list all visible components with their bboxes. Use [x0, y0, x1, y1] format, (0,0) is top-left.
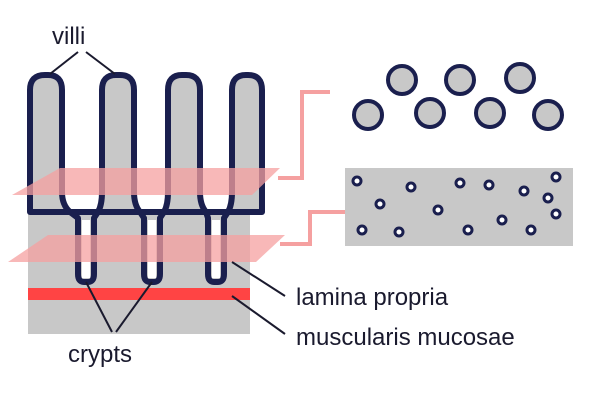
- crypt-section: [518, 185, 530, 197]
- crypt-section: [393, 226, 405, 238]
- villus-section: [352, 99, 384, 131]
- crypt-section: [550, 208, 562, 220]
- crypt-section: [462, 224, 474, 236]
- crypt-section: [356, 224, 368, 236]
- crypts-pointer: [115, 281, 153, 333]
- crypt-section: [525, 224, 537, 236]
- lamina-propria-label: lamina propria: [296, 284, 449, 311]
- villus-section: [386, 64, 418, 96]
- muscularis-mucosae-pointer: [231, 295, 286, 335]
- crypt-section: [483, 179, 495, 191]
- lower-cut-plane: [8, 235, 285, 262]
- villus-section: [474, 97, 506, 129]
- villi-cross-section: [352, 62, 564, 131]
- upper-cut-plane: [12, 168, 280, 195]
- crypt-cross-section: [351, 171, 562, 238]
- crypt-section: [454, 177, 466, 189]
- crypt-section: [351, 175, 363, 187]
- crypt-section: [496, 214, 508, 226]
- crypts-label: crypts: [68, 341, 132, 368]
- lamina-propria-pointer: [231, 261, 286, 297]
- crypt-section: [550, 171, 562, 183]
- villus-section: [444, 64, 476, 96]
- crypt-section: [432, 204, 444, 216]
- crypts-pointer: [85, 281, 113, 333]
- villi-label: villi: [52, 23, 85, 50]
- muscularis-mucosae-label: muscularis mucosae: [296, 324, 515, 351]
- upper-plane-connector: [278, 90, 330, 180]
- villus-section: [532, 99, 564, 131]
- lower-plane-connector: [280, 210, 345, 246]
- crypt-section: [405, 181, 417, 193]
- villi-pointer: [49, 51, 79, 75]
- muscularis-mucosae-band: [28, 288, 250, 300]
- crypt-section: [374, 198, 386, 210]
- villus-section: [504, 62, 536, 94]
- villi-pointer: [85, 51, 116, 75]
- crypt-section: [542, 192, 554, 204]
- villus-section: [414, 97, 446, 129]
